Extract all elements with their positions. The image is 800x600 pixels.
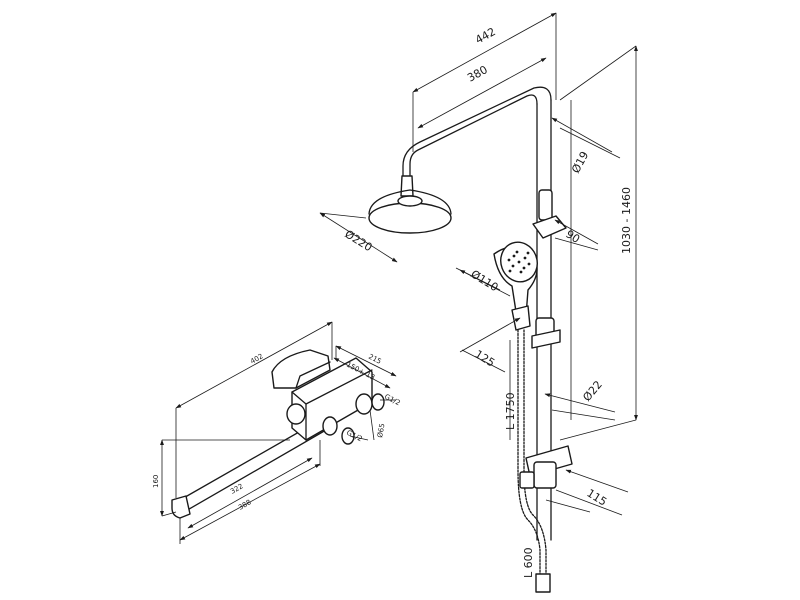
dim-thread-top: G1/2: [383, 393, 402, 408]
nozzle-dot: [523, 256, 527, 260]
dim-arm-total: 442: [473, 25, 498, 47]
dim-mixer-depth: 215: [367, 353, 383, 366]
mixer-dimensions: [160, 321, 397, 544]
nozzle-dot: [527, 262, 531, 266]
upper-holder: [532, 189, 567, 239]
shower-dimensions: [319, 12, 638, 516]
nozzle-dot: [522, 266, 526, 270]
dim-spout-outer: 388: [237, 498, 253, 511]
nozzle-dot: [508, 269, 512, 273]
nozzle-dot: [511, 264, 515, 268]
dim-holder-offset: 90: [563, 228, 582, 246]
dim-bar-diameter: Ø22: [580, 378, 605, 404]
bottom-bracket: [519, 445, 573, 489]
dim-mixer-height: 160: [152, 475, 160, 488]
sliding-holder: [531, 317, 561, 349]
nozzle-dot: [512, 254, 516, 258]
dim-height-range: 1030 - 1460: [620, 187, 633, 254]
dim-outlet-diameter: Ø65: [376, 423, 386, 439]
nozzle-dot: [519, 270, 523, 274]
dim-head-diameter: Ø220: [342, 228, 374, 255]
nozzle-dot: [517, 260, 521, 264]
rain-shower-head: [368, 189, 452, 234]
dim-hose-upper: L 1750: [504, 392, 517, 430]
dim-pipe-diameter: Ø19: [569, 149, 591, 175]
nozzle-dot: [507, 258, 511, 262]
nozzle-dot: [515, 250, 519, 254]
dim-hand-shower-diameter: Ø110: [468, 268, 500, 295]
nozzle-dots: [507, 250, 531, 274]
dim-arm-reach: 380: [465, 63, 490, 85]
dim-hose-lower: L 600: [522, 547, 535, 578]
hand-shower: [493, 241, 538, 331]
nozzle-dot: [526, 251, 530, 255]
